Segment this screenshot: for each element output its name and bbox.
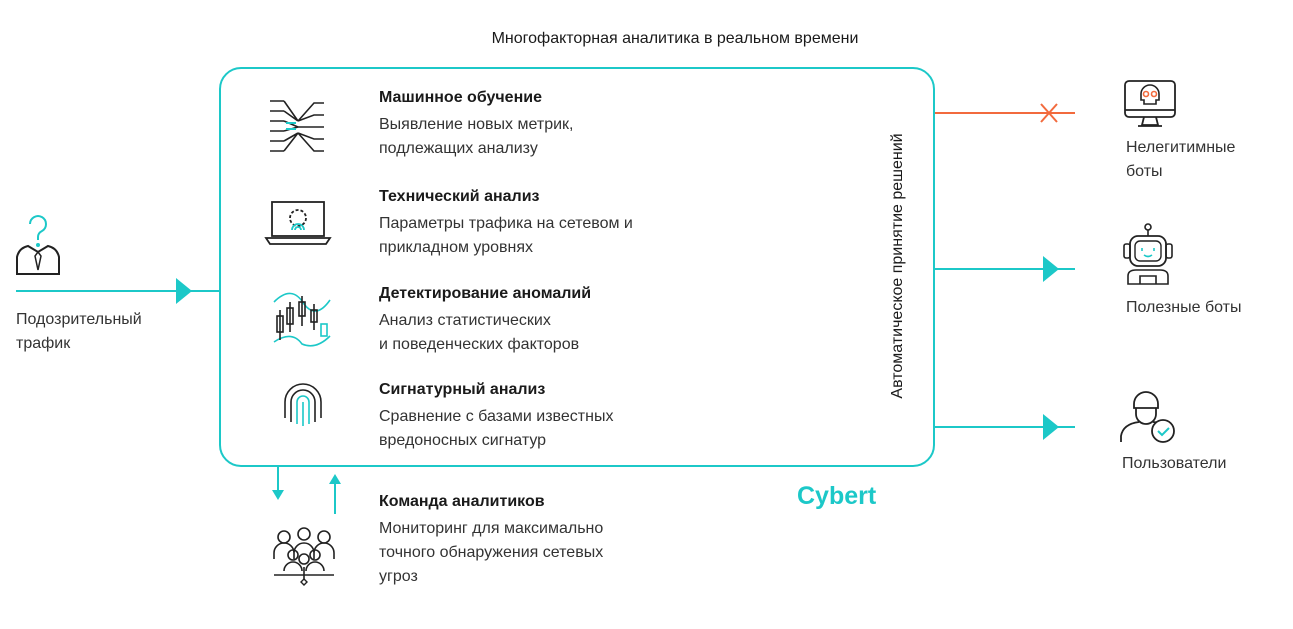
laptop-gear-icon — [264, 201, 332, 245]
down-arrow — [272, 490, 284, 500]
suspect-user-icon — [16, 215, 60, 275]
candlestick-chart-icon — [273, 292, 331, 347]
module-anomaly-detection: Детектирование аномалий Анализ статистич… — [379, 285, 592, 353]
team-icon — [273, 527, 335, 586]
module-technical-analysis: Технический анализ Параметры трафика на … — [379, 188, 633, 256]
module-machine-learning: Машинное обучение Выявление новых метрик… — [379, 89, 574, 157]
block-cross-icon — [1040, 103, 1058, 123]
analyst-team: Команда аналитиков Мониторинг для максим… — [379, 493, 604, 585]
brand-logo: Cybert — [797, 482, 877, 510]
neural-network-icon — [270, 100, 324, 152]
module-signature-analysis: Сигнатурный анализ Сравнение с базами из… — [379, 381, 614, 449]
robot-icon — [1123, 223, 1173, 285]
analytics-box — [219, 67, 935, 467]
output-bad-bots: Нелегитимные боты — [1126, 139, 1236, 180]
input-arrow — [176, 278, 192, 304]
good-bots-arrow — [1043, 256, 1059, 282]
users-arrow — [1043, 414, 1059, 440]
output-users: Пользователи — [1122, 455, 1227, 472]
output-good-bots: Полезные боты — [1126, 299, 1242, 316]
up-arrow — [329, 474, 341, 484]
fingerprint-icon — [284, 383, 322, 426]
input-label: Подозрительный трафик — [16, 311, 142, 352]
skull-monitor-icon — [1124, 80, 1176, 127]
decision-label: Автоматическое принятие решений — [889, 133, 906, 399]
diagram-title: Многофакторная аналитика в реальном врем… — [491, 30, 859, 47]
user-check-icon — [1120, 391, 1175, 443]
